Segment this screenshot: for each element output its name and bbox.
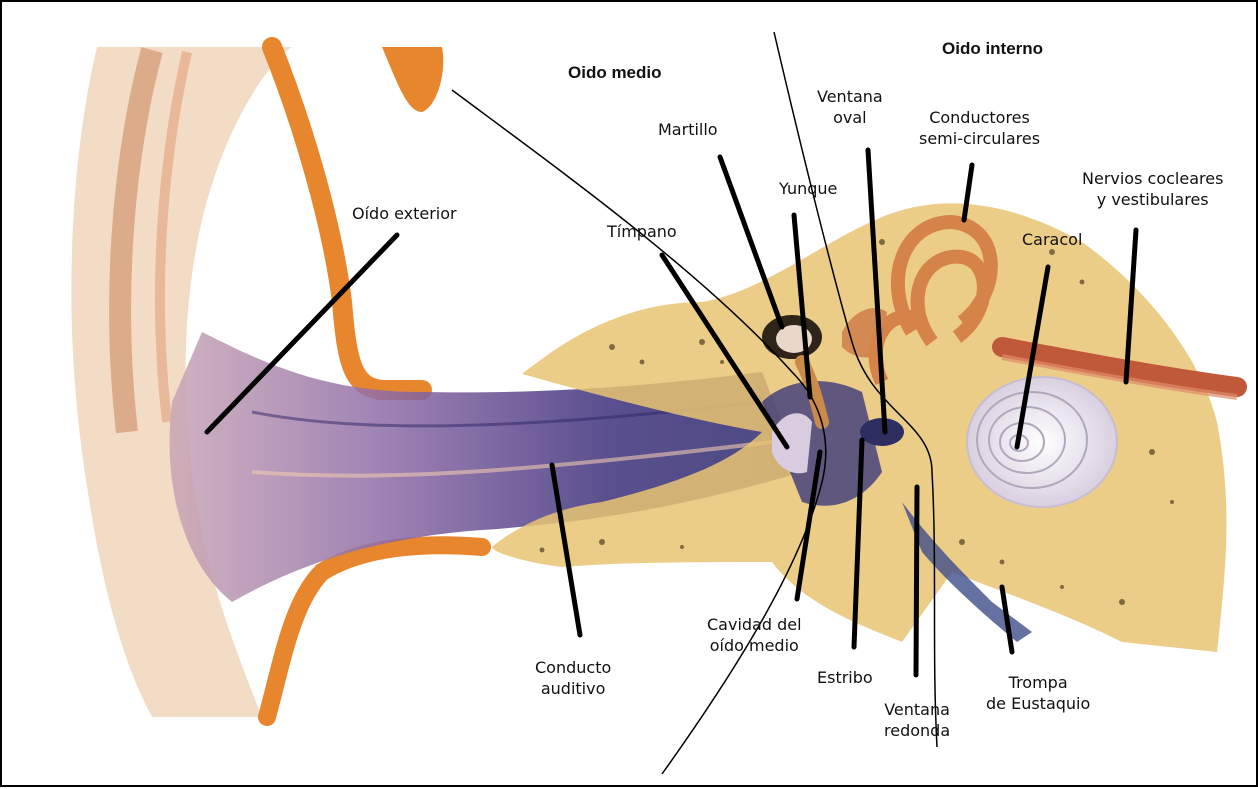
label-eardrum: Tímpano [607,221,677,242]
label-outer-ear: Oído exterior [352,203,457,224]
label-oval-window: Ventana oval [817,86,883,128]
label-cochlea: Caracol [1022,229,1082,250]
label-stirrup: Estribo [817,667,873,688]
label-semicircular-canals: Conductores semi-circulares [919,107,1040,149]
label-hammer: Martillo [658,119,718,140]
section-label-inner-ear: Oido interno [942,38,1043,59]
label-round-window: Ventana redonda [884,699,950,741]
label-eustachian-tube: Trompa de Eustaquio [986,672,1090,714]
label-middle-ear-cavity: Cavidad del oído medio [707,614,802,656]
label-anvil: Yunque [779,178,837,199]
cochlea-shape [967,377,1117,507]
label-ear-canal: Conducto auditivo [535,657,611,699]
section-label-middle-ear: Oido medio [568,62,662,83]
label-nerves: Nervios cocleares y vestibulares [1082,168,1223,210]
